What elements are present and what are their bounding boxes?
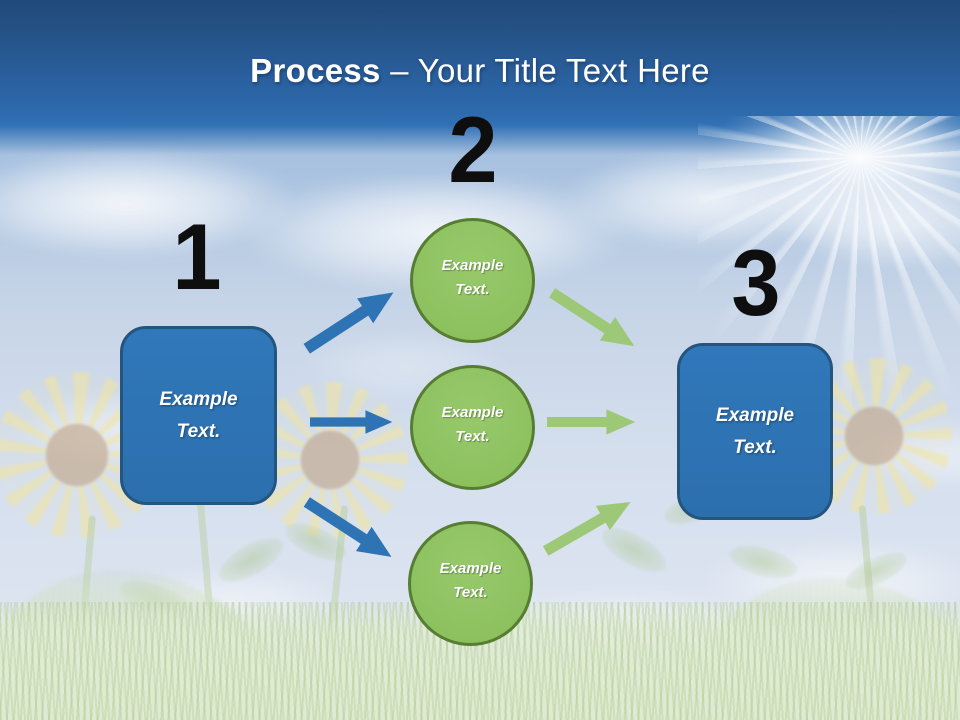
slide-title-emphasis: Process [250,52,381,89]
step-number-3: 3 [731,230,781,335]
process-box-1: Example Text. [120,326,277,505]
arrow-circle2-to-box3 [547,409,636,435]
slide-title-rest: – Your Title Text Here [380,52,710,89]
process-circle-1: Example Text. [410,218,535,343]
arrow-circle3-to-box3 [542,502,631,556]
process-circle-3: Example Text. [408,521,533,646]
step-number-1: 1 [172,204,222,309]
arrow-box1-to-circle1 [303,292,394,354]
arrow-box1-to-circle3 [303,497,392,557]
arrow-box1-to-circle2 [310,410,393,434]
process-box-3: Example Text. [677,343,833,520]
arrow-circle1-to-box3 [549,288,635,347]
step-number-2: 2 [448,97,498,202]
slide-title: Process – Your Title Text Here [0,52,960,90]
process-circle-2: Example Text. [410,365,535,490]
